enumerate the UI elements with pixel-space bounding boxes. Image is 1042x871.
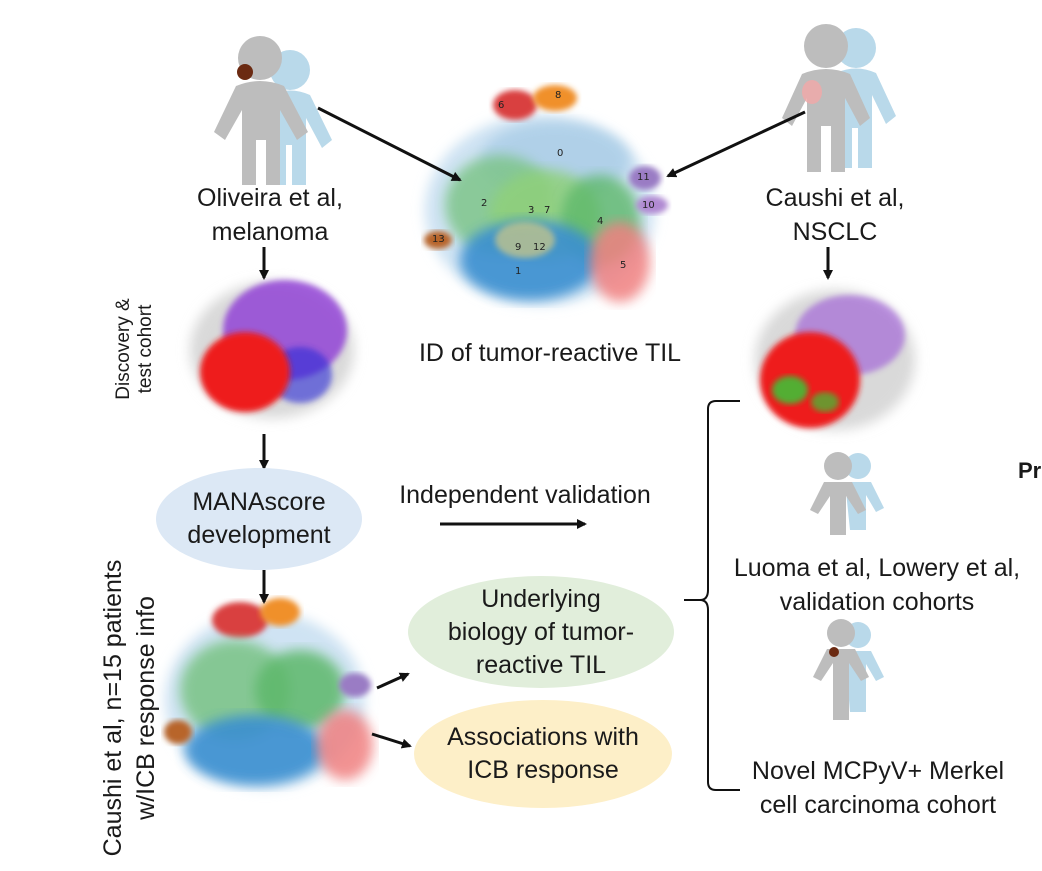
icb-bubble: Associations with ICB response [414, 700, 672, 808]
validation-patient-figures-icon [810, 452, 884, 535]
independent-validation-label: Independent validation [399, 481, 651, 509]
discovery-label-line2: test cohort [135, 304, 156, 394]
patient-figures-left-icon [214, 36, 332, 185]
oliveira-label-line1: Oliveira et al, [197, 184, 343, 212]
caushi-icb-label-line1: Caushi et al, n=15 patients [99, 559, 127, 857]
cluster-label: 0 [557, 148, 564, 159]
cluster-label: 8 [555, 90, 562, 101]
patient-figures-right-icon [782, 24, 896, 172]
merkel-cohort-line2: cell carcinoma cohort [759, 791, 997, 819]
cluster-label: 7 [544, 205, 551, 216]
cluster-label: 3 [528, 205, 535, 216]
caushi-umap-plot [755, 290, 915, 430]
cluster-label: 11 [637, 172, 650, 183]
caushi-label-line1: Caushi et al, [765, 184, 905, 212]
cluster-label: 9 [515, 242, 522, 253]
icb-line1: Associations with [447, 723, 639, 751]
validation-cohorts-line2: validation cohorts [779, 588, 975, 616]
cluster-label: 1 [515, 266, 522, 277]
icb-line2: ICB response [467, 756, 619, 784]
oliveira-label-line2: melanoma [211, 218, 329, 246]
caushi-icb-label: Caushi et al, n=15 patients w/ICB respon… [97, 523, 163, 871]
biology-bubble: Underlying biology of tumor- reactive TI… [408, 576, 674, 688]
biology-line3: reactive TIL [475, 650, 607, 679]
merkel-cohort-label: Novel MCPyV+ Merkel cell carcinoma cohor… [728, 754, 1028, 822]
biology-line1: Underlying [481, 584, 601, 613]
cluster-label: 6 [498, 100, 505, 111]
cluster-label: 2 [481, 198, 488, 209]
manascore-line1: MANAscore [192, 488, 326, 516]
cluster-label: 5 [620, 260, 627, 271]
merkel-patient-figures-icon [813, 619, 884, 720]
discovery-cohort-label: Discovery & test cohort [113, 269, 157, 429]
caushi-label: Caushi et al, NSCLC [735, 181, 935, 249]
discovery-umap-plot [190, 280, 354, 418]
edge-fragment-text: Pr [1018, 458, 1042, 483]
cluster-label: 4 [597, 216, 604, 227]
validation-bracket [684, 400, 740, 791]
validation-cohorts-line1: Luoma et al, Lowery et al, [733, 554, 1021, 582]
central-umap-plot [424, 85, 668, 305]
manascore-bubble: MANAscore development [156, 468, 362, 570]
discovery-label-line1: Discovery & [113, 298, 134, 400]
validation-cohorts-label: Luoma et al, Lowery et al, validation co… [712, 551, 1042, 619]
biology-line2: biology of tumor- [447, 617, 635, 646]
merkel-cohort-line1: Novel MCPyV+ Merkel [751, 757, 1005, 785]
cluster-label: 10 [642, 200, 655, 211]
cluster-label: 12 [533, 242, 546, 253]
flow-arrows [259, 106, 833, 749]
manascore-line2: development [187, 521, 331, 549]
caushi-icb-label-line2: w/ICB response info [132, 596, 160, 820]
cluster-label: 13 [432, 234, 445, 245]
oliveira-label: Oliveira et al, melanoma [170, 181, 370, 249]
caushi-label-line2: NSCLC [792, 218, 878, 246]
tumor-reactive-caption: ID of tumor-reactive TIL [418, 339, 682, 367]
icb-umap-plot [164, 598, 373, 788]
